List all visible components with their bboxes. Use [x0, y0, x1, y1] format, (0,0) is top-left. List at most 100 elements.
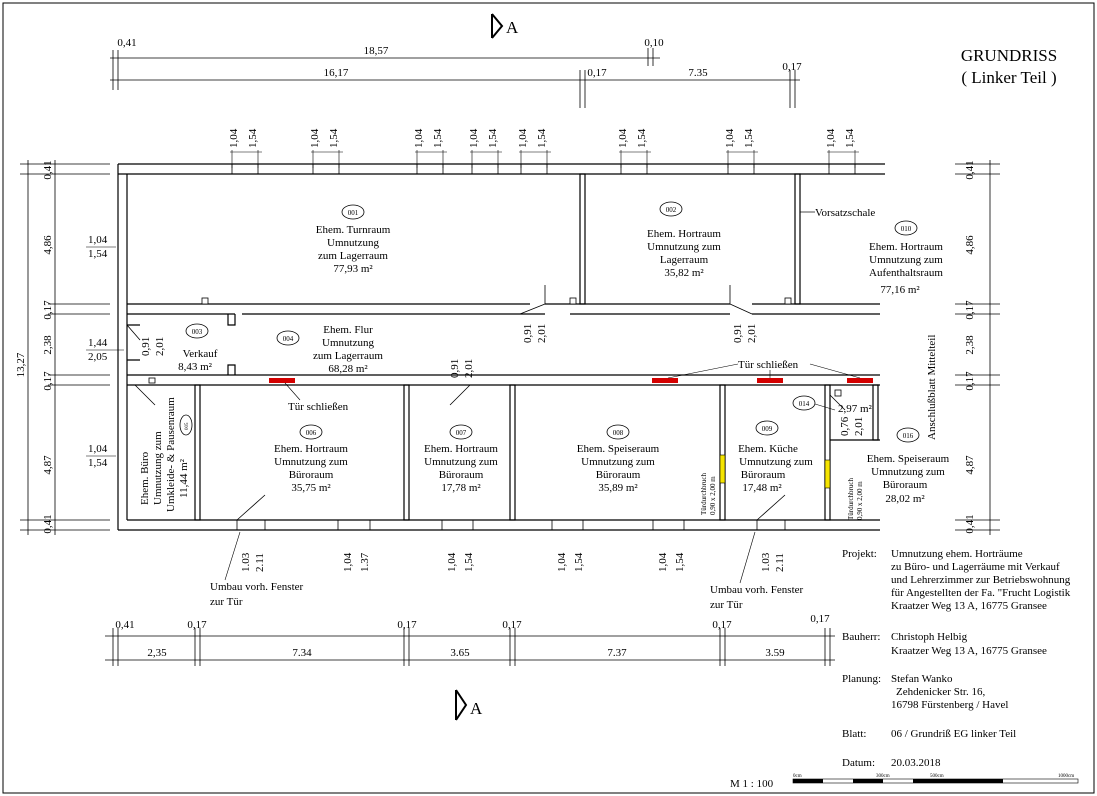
- dim-bottom-017b: 0,17: [397, 619, 417, 631]
- svg-text:16798 Fürstenberg / Havel: 16798 Fürstenberg / Havel: [891, 699, 1008, 711]
- dim-top-1857: 18,57: [364, 45, 389, 57]
- svg-text:1000cm: 1000cm: [1058, 774, 1074, 779]
- dim-right-017b: 0,17: [964, 371, 976, 391]
- svg-text:Umnutzung zum: Umnutzung zum: [424, 456, 498, 468]
- svg-text:Kraatzer Weg 13 A, 16775 Grans: Kraatzer Weg 13 A, 16775 Gransee: [891, 600, 1047, 612]
- dim-left-win1b: 1,54: [88, 248, 108, 260]
- svg-text:Ehem. Flur: Ehem. Flur: [323, 324, 373, 336]
- svg-text:004: 004: [283, 335, 294, 343]
- svg-text:1,54: 1,54: [636, 128, 648, 148]
- svg-text:005: 005: [185, 422, 190, 430]
- note-umbau-2-line2: zur Tür: [710, 599, 743, 611]
- title-line2: ( Linker Teil ): [961, 68, 1056, 87]
- bottom-dimension-lines: [105, 628, 835, 666]
- svg-text:Umnutzung zum: Umnutzung zum: [647, 241, 721, 253]
- dim-right-017a: 0,17: [964, 300, 976, 320]
- title-line1: GRUNDRISS: [961, 46, 1057, 65]
- dim-left-door1a: 1,44: [88, 337, 108, 349]
- svg-text:1,04: 1,04: [825, 128, 837, 148]
- svg-text:Christoph Helbig: Christoph Helbig: [891, 631, 968, 643]
- room-004: 004 Ehem. Flur Umnutzung zum Lagerraum 6…: [276, 324, 383, 375]
- dim-bottom-017e: 0,17: [810, 613, 830, 625]
- svg-text:Ehem. Speiseraum: Ehem. Speiseraum: [577, 443, 660, 455]
- svg-text:Projekt:: Projekt:: [842, 548, 877, 560]
- svg-text:006: 006: [306, 429, 317, 437]
- svg-text:2,01: 2,01: [746, 324, 758, 343]
- svg-text:Umnutzung zum: Umnutzung zum: [274, 456, 348, 468]
- svg-text:1,54: 1,54: [487, 128, 499, 148]
- svg-text:28,02 m²: 28,02 m²: [885, 493, 925, 505]
- dim-bottom-359: 3.59: [765, 647, 785, 659]
- svg-text:Büroraum: Büroraum: [596, 469, 641, 481]
- dim-left-487: 4,87: [42, 455, 54, 475]
- right-dimension-lines: [955, 160, 1000, 535]
- svg-text:1,04: 1,04: [413, 128, 425, 148]
- svg-text:Umkleide- & Pausenraum: Umkleide- & Pausenraum: [165, 397, 177, 512]
- svg-text:Umnutzung zum: Umnutzung zum: [871, 466, 945, 478]
- svg-text:06 / Grundriß EG linker Teil: 06 / Grundriß EG linker Teil: [891, 728, 1016, 740]
- svg-text:1.03: 1.03: [240, 552, 252, 572]
- dim-bottom-235: 2,35: [147, 647, 167, 659]
- door-dims: 0,91 2,01 0,91 2,01 0,91 2,01 0,91 2,01 …: [140, 324, 865, 436]
- room-009: 009 Ehem. Küche Umnutzung zum Büroraum 1…: [738, 420, 813, 494]
- svg-text:A: A: [506, 18, 519, 37]
- svg-text:Bauherr:: Bauherr:: [842, 631, 880, 643]
- bottom-windows: [236, 520, 786, 530]
- dim-bottom-017d: 0,17: [712, 619, 732, 631]
- svg-text:1,04: 1,04: [517, 128, 529, 148]
- svg-text:Büroraum: Büroraum: [883, 479, 928, 491]
- svg-text:0cm: 0cm: [793, 774, 802, 779]
- svg-text:35,82 m²: 35,82 m²: [664, 267, 704, 279]
- left-dimension-lines: [20, 160, 110, 535]
- dim-top-010: 0,10: [644, 37, 664, 49]
- svg-text:1,54: 1,54: [328, 128, 340, 148]
- room-005: 005 Ehem. Büro Umnutzung zum Umkleide- &…: [139, 397, 193, 512]
- svg-text:Umnutzung zum: Umnutzung zum: [581, 456, 655, 468]
- svg-text:Umnutzung zum: Umnutzung zum: [152, 431, 164, 505]
- svg-text:1,54: 1,54: [463, 552, 475, 572]
- svg-text:und Lehrerzimmer zur Betriebsw: und Lehrerzimmer zur Betriebswohnung: [891, 574, 1071, 586]
- dim-bottom-737: 7.37: [607, 647, 627, 659]
- dim-right-486: 4,86: [964, 235, 976, 255]
- svg-text:2,01: 2,01: [853, 417, 865, 436]
- top-window-dims: 1,04 1,54 1,04 1,54 1,04 1,54 1,04 1,54 …: [228, 128, 856, 148]
- svg-text:008: 008: [613, 429, 624, 437]
- svg-text:Umnutzung zum: Umnutzung zum: [869, 254, 943, 266]
- room-003: 003 Verkauf 8,43 m²: [178, 323, 218, 373]
- note-durchbruch-2b: 0,90 x 2,00 m: [856, 481, 864, 520]
- dim-bottom-365: 3.65: [450, 647, 470, 659]
- svg-text:300cm: 300cm: [876, 774, 890, 779]
- note-umbau-1-line2: zur Tür: [210, 596, 243, 608]
- room-008: 008 Ehem. Speiseraum Umnutzung zum Büror…: [577, 424, 660, 494]
- dim-left-door1b: 2,05: [88, 351, 108, 363]
- svg-text:1,04: 1,04: [556, 552, 568, 572]
- svg-text:1,54: 1,54: [432, 128, 444, 148]
- svg-text:8,43 m²: 8,43 m²: [178, 361, 213, 373]
- dim-left-041b: 0,41: [42, 514, 54, 533]
- svg-text:11,44 m²: 11,44 m²: [178, 458, 190, 498]
- svg-text:1,04: 1,04: [468, 128, 480, 148]
- svg-text:007: 007: [456, 429, 467, 437]
- svg-text:Ehem. Hortraum: Ehem. Hortraum: [274, 443, 348, 455]
- dim-left-486: 4,86: [42, 235, 54, 255]
- svg-text:Ehem. Küche: Ehem. Küche: [738, 443, 798, 455]
- scale-bar: M 1 : 100 0cm 300cm 500cm 1000cm: [730, 774, 1079, 790]
- svg-text:1,54: 1,54: [674, 552, 686, 572]
- dim-right-041a: 0,41: [964, 160, 976, 179]
- building-walls: [117, 163, 885, 531]
- dim-bottom-734: 7.34: [292, 647, 312, 659]
- svg-text:Ehem. Speiseraum: Ehem. Speiseraum: [867, 453, 950, 465]
- note-durchbruch-1a: Türdurchbruch: [700, 473, 708, 515]
- svg-text:zu Büro- und Lagerräume mit Ve: zu Büro- und Lagerräume mit Verkauf: [891, 561, 1060, 573]
- wall-breakthroughs: [719, 454, 831, 489]
- section-marker-bottom: A: [455, 689, 483, 721]
- room-002: 002 Ehem. Hortraum Umnutzung zum Lagerra…: [647, 201, 721, 279]
- svg-text:1,54: 1,54: [536, 128, 548, 148]
- svg-text:35,75 m²: 35,75 m²: [291, 482, 331, 494]
- svg-text:68,28 m²: 68,28 m²: [328, 363, 368, 375]
- dim-left-win2b: 1,54: [88, 457, 108, 469]
- svg-text:Büroraum: Büroraum: [741, 469, 786, 481]
- room-016: 016 Ehem. Speiseraum Umnutzung zum Büror…: [867, 427, 950, 505]
